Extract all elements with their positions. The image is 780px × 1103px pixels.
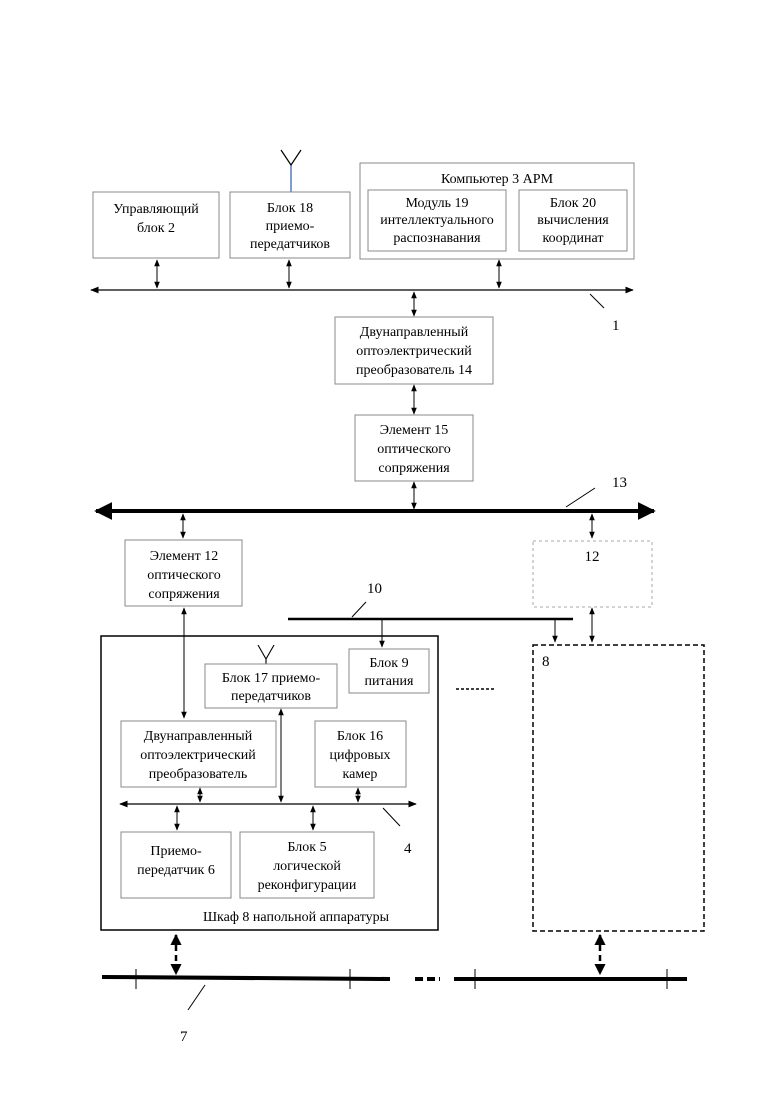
element-12-line2: оптического (147, 568, 220, 583)
cabinet-8-dashed-label: 8 (542, 654, 550, 670)
cabinet-converter-line3: преобразователь (149, 767, 247, 782)
transceiver-17-line1: Блок 17 приемо- (222, 671, 321, 686)
cameras-16-line3: камер (343, 767, 378, 782)
cabinet-converter-line1: Двунаправленный (144, 729, 253, 744)
module-19-line2: интеллектуального (380, 213, 493, 228)
cabinet-8-dashed: 8 (533, 645, 704, 931)
transceiver-17-line2: передатчиков (231, 689, 311, 704)
cameras-16-line1: Блок 16 (337, 729, 383, 744)
element-12-line3: сопряжения (148, 587, 220, 602)
bus-7-label: 7 (180, 1029, 188, 1045)
bus-10: 10 (288, 581, 573, 619)
cameras-16-line2: цифровых (329, 748, 390, 763)
cabinet-converter-line2: оптоэлектрический (140, 748, 256, 763)
control-block: Управляющий блок 2 (93, 192, 219, 258)
transceiver-18-line3: передатчиков (250, 237, 330, 252)
transceiver-18-line2: приемо- (266, 219, 315, 234)
bus-1-label: 1 (612, 318, 620, 334)
cabinet-converter: Двунаправленный оптоэлектрический преобр… (121, 721, 276, 787)
converter-14-line2: оптоэлектрический (356, 344, 472, 359)
transceiver-block-18: Блок 18 приемо- передатчиков (230, 150, 350, 258)
bus-10-leader (352, 602, 366, 617)
bus-4-label: 4 (404, 841, 412, 857)
element-12-line1: Элемент 12 (150, 549, 218, 564)
element-15-line2: оптического (377, 442, 450, 457)
element-12: Элемент 12 оптического сопряжения (125, 540, 242, 606)
converter-14-line1: Двунаправленный (360, 325, 469, 340)
antenna-17-icon (258, 645, 274, 659)
element-15-line1: Элемент 15 (380, 423, 448, 438)
bus-1-leader (590, 294, 604, 308)
bus-4-leader (383, 808, 400, 826)
block-20-line3: координат (543, 231, 604, 246)
element-12-dashed: 12 (533, 541, 652, 607)
bus-10-label: 10 (367, 581, 382, 597)
reconfig-block-5: Блок 5 логической реконфигурации (240, 832, 374, 898)
transceiver-18-line1: Блок 18 (267, 201, 313, 216)
power-9-line2: питания (365, 674, 414, 689)
element-12-dashed-label: 12 (585, 549, 600, 565)
reconfig-5-line3: реконфигурации (258, 878, 357, 893)
transceiver-block-17: Блок 17 приемо- передатчиков (205, 645, 337, 708)
reconfig-5-line1: Блок 5 (287, 840, 326, 855)
power-block-9: Блок 9 питания (349, 649, 429, 693)
reconfig-5-line2: логической (273, 859, 341, 874)
element-15-line3: сопряжения (378, 461, 450, 476)
block-20-line1: Блок 20 (550, 196, 596, 211)
block-20-line2: вычисления (537, 213, 609, 228)
transceiver-6: Приемо- передатчик 6 (121, 832, 231, 898)
computer-3-arm: Компьютер 3 АРМ Модуль 19 интеллектуальн… (360, 163, 634, 259)
module-19-line3: распознавания (393, 231, 481, 246)
bus-7: 7 (102, 969, 687, 1045)
computer-title: Компьютер 3 АРМ (441, 172, 554, 187)
bus-13-label: 13 (612, 475, 627, 491)
converter-14: Двунаправленный оптоэлектрический преобр… (335, 317, 493, 384)
cameras-block-16: Блок 16 цифровых камер (315, 721, 406, 787)
control-block-line1: Управляющий (113, 202, 199, 217)
module-19-line1: Модуль 19 (405, 196, 468, 211)
cabinet-label: Шкаф 8 напольной аппаратуры (203, 910, 390, 925)
bus-7-leader (188, 985, 205, 1010)
converter-14-line3: преобразователь 14 (356, 363, 472, 378)
bus-13-leader (566, 488, 595, 507)
transceiver-6-line2: передатчик 6 (137, 863, 215, 878)
element-15: Элемент 15 оптического сопряжения (355, 415, 473, 481)
power-9-line1: Блок 9 (369, 656, 408, 671)
bus-13: 13 (96, 475, 654, 511)
control-block-line2: блок 2 (137, 221, 175, 236)
antenna-18-icon (281, 150, 301, 165)
transceiver-6-line1: Приемо- (150, 844, 202, 859)
